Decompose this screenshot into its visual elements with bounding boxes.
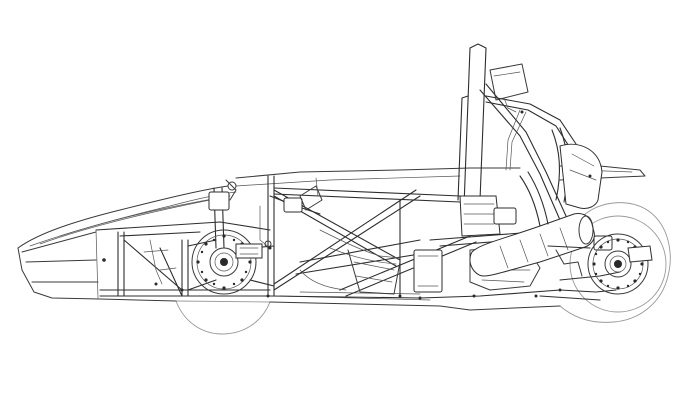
rear-brake-disc bbox=[587, 233, 653, 295]
rear-suspension bbox=[539, 235, 621, 301]
rear-wheel bbox=[559, 202, 671, 323]
engine-block bbox=[413, 195, 541, 293]
exhaust-muffler bbox=[469, 127, 603, 277]
driver-seat bbox=[299, 229, 401, 295]
front-wheel bbox=[175, 300, 271, 335]
fasteners bbox=[102, 110, 592, 300]
steering-assembly bbox=[143, 177, 323, 285]
front-suspension bbox=[187, 179, 275, 291]
front-brake-disc bbox=[191, 229, 263, 295]
